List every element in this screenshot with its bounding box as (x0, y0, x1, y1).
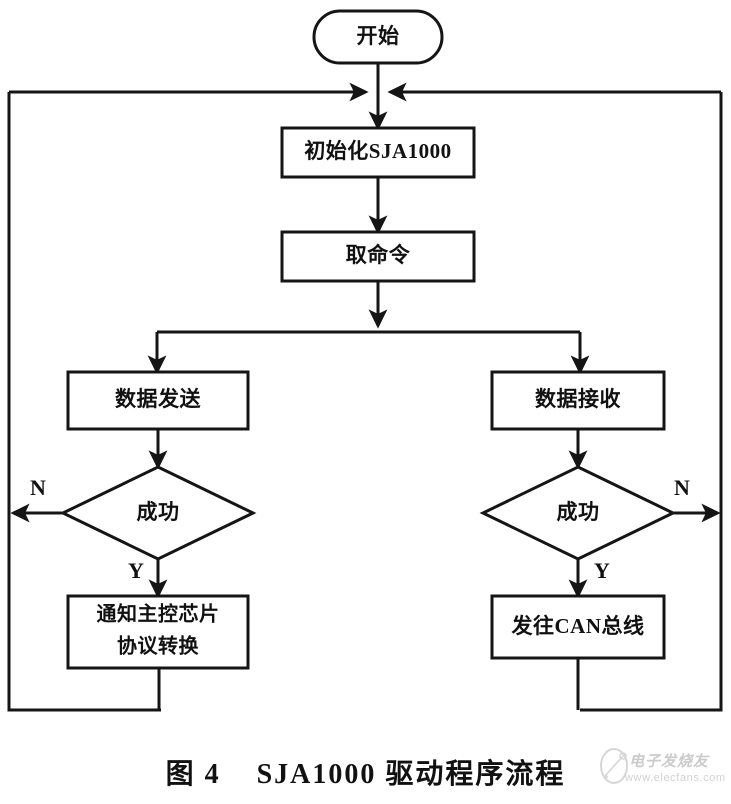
node-data-receive-label: 数据接收 (535, 387, 621, 411)
node-notify-mcu-label-line2: 协议转换 (117, 634, 199, 658)
node-send-success-label: 成功 (137, 500, 180, 524)
node-fetch-command: 取命令 (280, 230, 476, 283)
node-data-send: 数据发送 (66, 370, 250, 431)
node-data-receive: 数据接收 (490, 370, 666, 431)
branch-label-receive-no: N (674, 475, 690, 500)
node-receive-success-decision: 成功 (479, 465, 677, 561)
node-start: 开始 (312, 9, 444, 65)
branch-label-send-yes: Y (128, 558, 144, 583)
node-start-label: 开始 (357, 24, 400, 48)
node-send-success-decision: 成功 (59, 465, 257, 561)
node-fetch-command-label: 取命令 (346, 243, 411, 267)
figure-caption: 图 4 SJA1000 驱动程序流程 (165, 759, 566, 790)
node-init-label: 初始化SJA1000 (304, 139, 451, 163)
node-data-send-label: 数据发送 (115, 387, 201, 411)
feedback-loop-frame (7, 82, 723, 712)
node-notify-mcu-label-line1: 通知主控芯片 (97, 602, 220, 626)
node-notify-mcu: 通知主控芯片 协议转换 (66, 594, 250, 670)
branch-label-receive-yes: Y (594, 558, 610, 583)
node-send-to-can-label: 发往CAN总线 (511, 614, 645, 638)
branch-label-send-no: N (30, 475, 46, 500)
node-init: 初始化SJA1000 (280, 126, 476, 179)
node-send-to-can: 发往CAN总线 (490, 594, 666, 660)
node-receive-success-label: 成功 (557, 500, 600, 524)
flowchart-canvas: 开始 初始化SJA1000 取命令 数据发送 数据接收 (7, 9, 723, 712)
